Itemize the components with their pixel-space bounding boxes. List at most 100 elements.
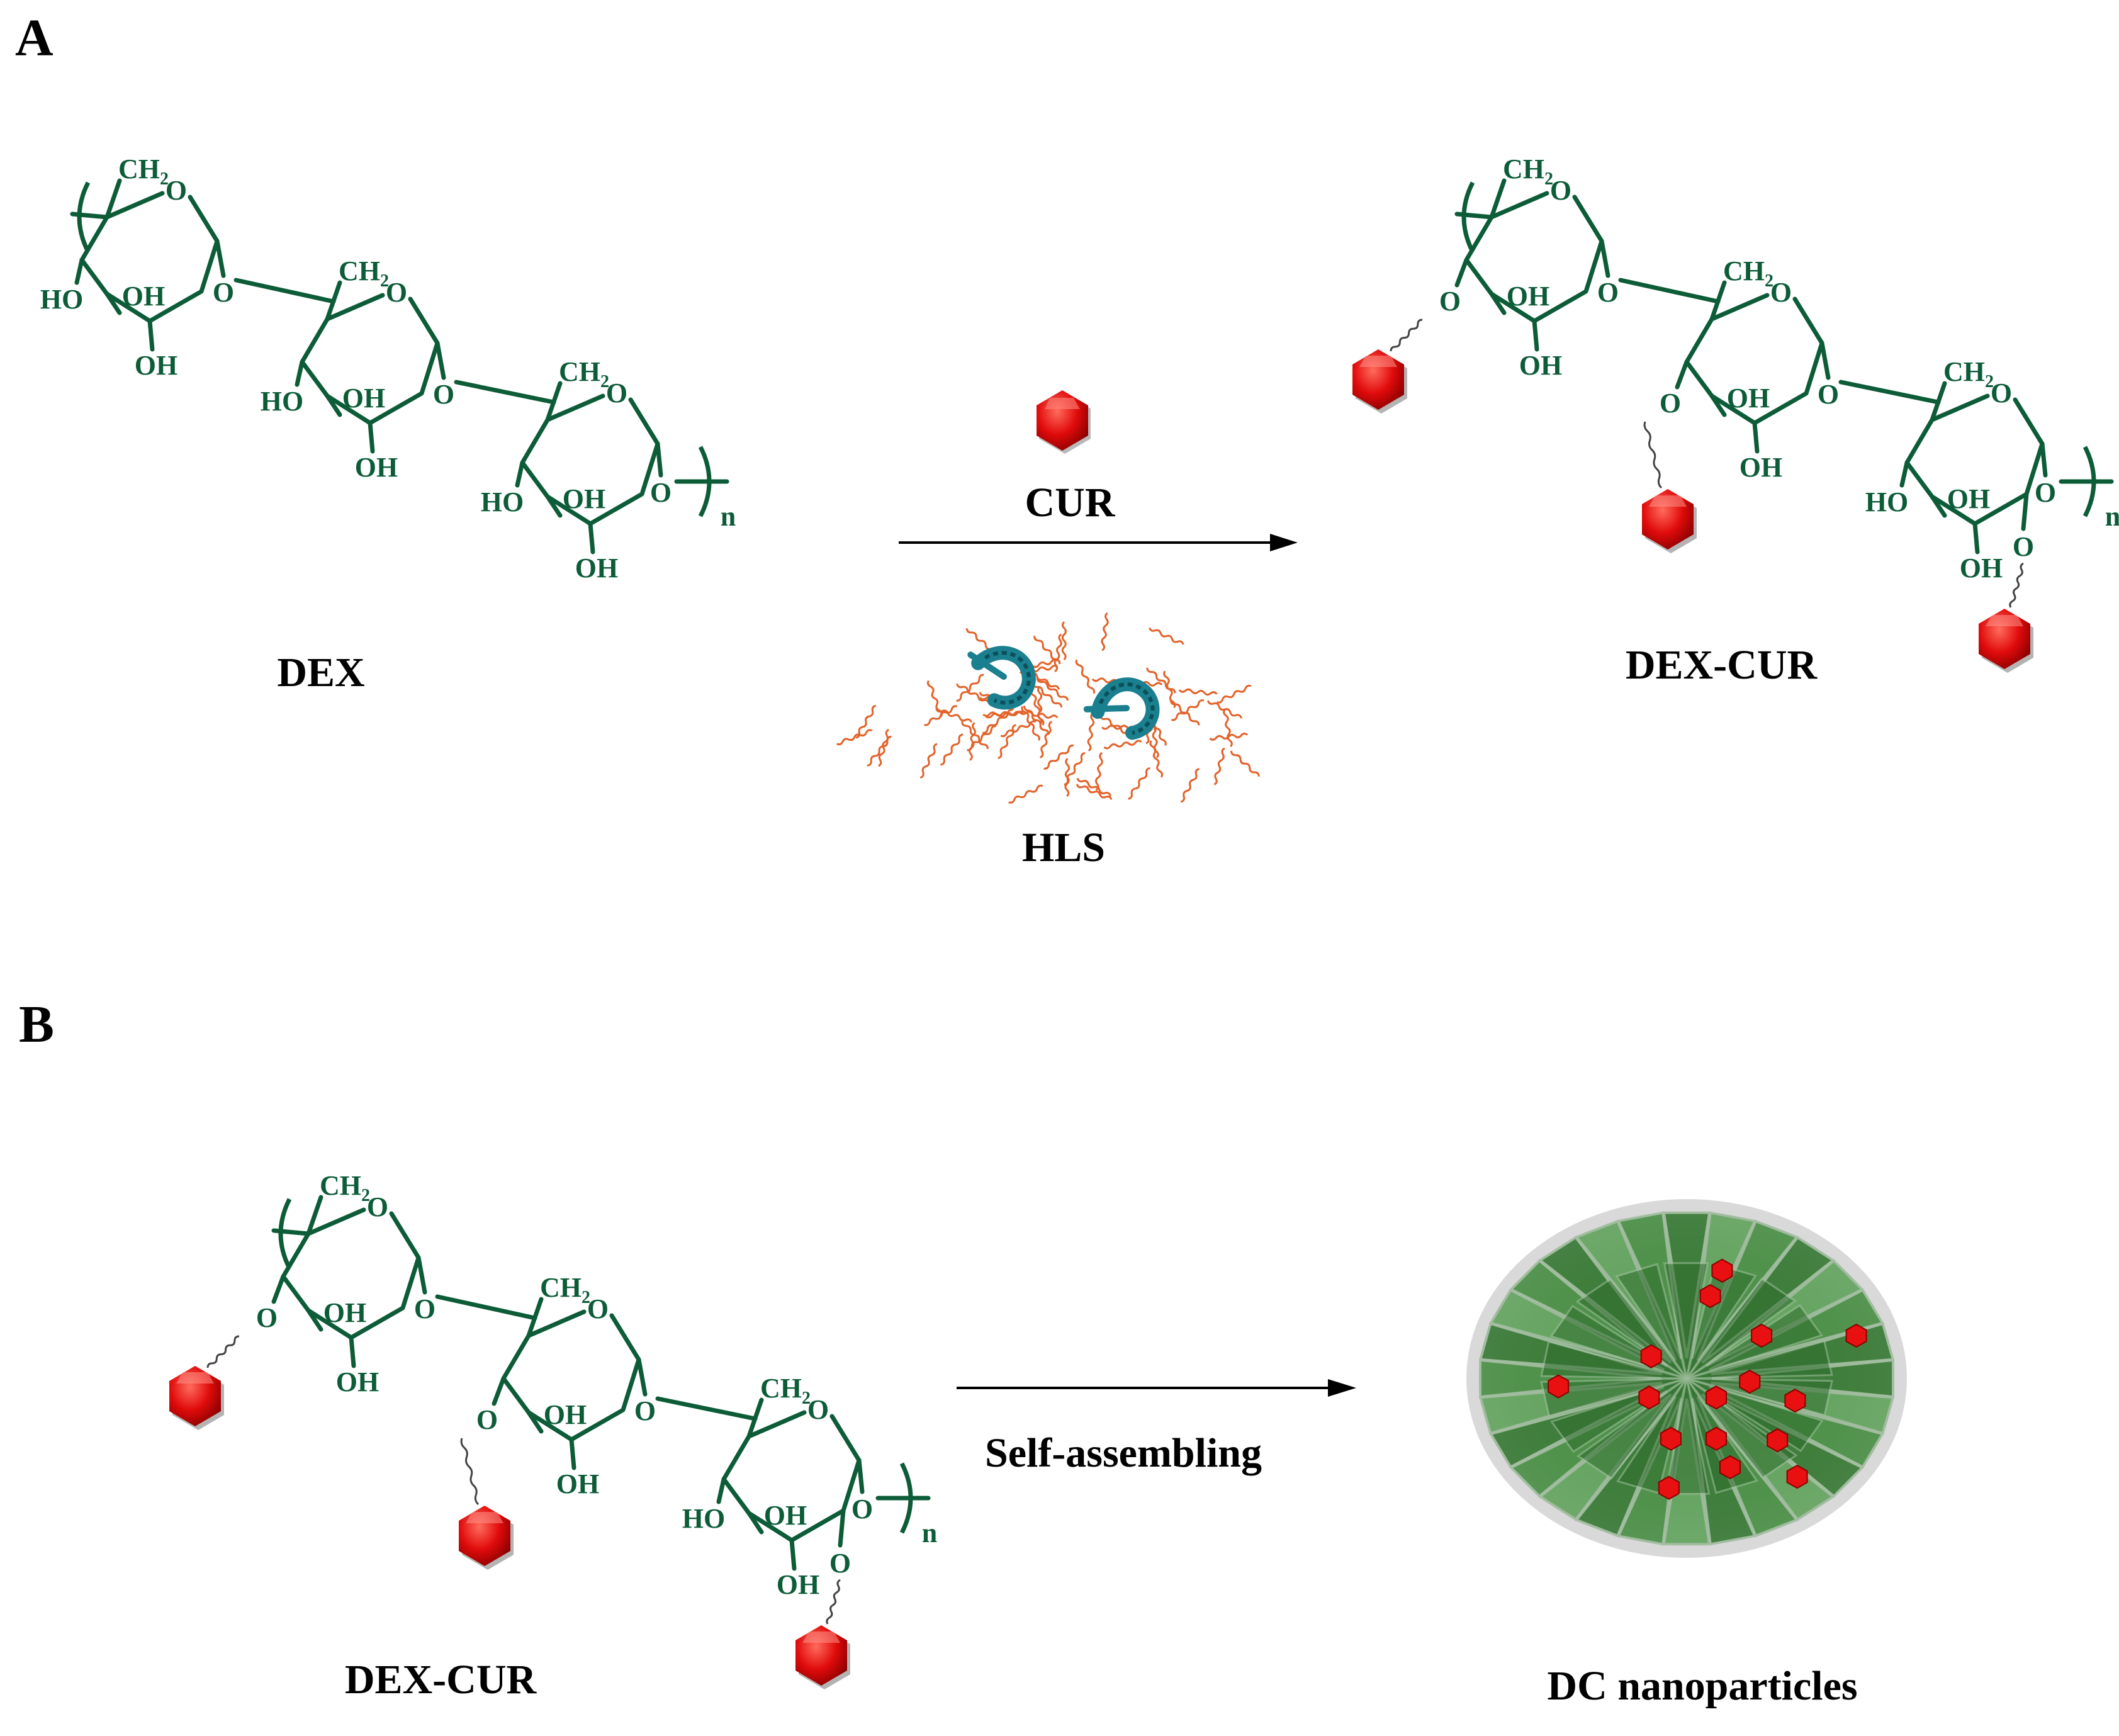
lipid-tail xyxy=(878,728,889,767)
repeat-bracket-left xyxy=(77,181,91,253)
lipid-tail xyxy=(1033,636,1061,665)
ch2-label: CH2 xyxy=(320,1170,370,1205)
bond-line xyxy=(1792,296,1824,346)
curcumin-icon xyxy=(1548,1374,1570,1399)
repeat-bracket-left xyxy=(1461,181,1475,253)
ether-oxygen-label: O xyxy=(476,1404,498,1435)
bond-line xyxy=(520,417,660,526)
cur-label: CUR xyxy=(1025,480,1116,526)
lipid-tail xyxy=(867,735,892,767)
dc-nanoparticles-label: DC nanoparticles xyxy=(1547,1663,1857,1709)
bond-line xyxy=(1819,341,1831,380)
hydroxyl-label: HO xyxy=(40,284,83,315)
terminal-oxygen-label: O xyxy=(2035,477,2056,508)
bond-line xyxy=(188,194,220,244)
lipid-tail xyxy=(1216,684,1252,704)
lipid-tail xyxy=(1064,752,1086,786)
enzyme-protein xyxy=(1083,677,1160,740)
bond-line xyxy=(1489,191,1549,220)
hydroxyl-label: OH xyxy=(777,1569,819,1600)
bond-line xyxy=(1618,278,1721,304)
bond-line xyxy=(1752,420,1760,454)
lipid-tail xyxy=(1036,678,1069,701)
lipid-tail xyxy=(1000,720,1037,738)
lipid-tail xyxy=(985,711,1024,719)
hydroxyl-label: OH xyxy=(544,1399,587,1430)
lipid-tail xyxy=(969,722,976,761)
bond-line xyxy=(74,257,84,285)
lipid-tail xyxy=(1008,784,1043,804)
bond-line xyxy=(1464,215,1604,324)
repeat-bracket-right xyxy=(698,446,712,517)
linker-chain xyxy=(2009,562,2024,608)
hydroxyl-label: OH xyxy=(355,452,398,483)
bond-line xyxy=(636,1357,648,1397)
lipid-tail xyxy=(1076,777,1112,797)
self-assembling-label: Self-assembling xyxy=(985,1430,1262,1476)
lipid-tail xyxy=(935,708,973,723)
bond-line xyxy=(492,1376,506,1406)
lipid-tail xyxy=(1223,708,1233,747)
lipid-tail xyxy=(1023,706,1050,735)
bond-line xyxy=(147,318,155,352)
bond-line xyxy=(588,521,595,555)
bond-line xyxy=(857,1458,865,1494)
bond-line xyxy=(325,393,342,417)
curcumin-icon xyxy=(1767,1428,1789,1453)
hydroxyl-label: OH xyxy=(764,1500,807,1531)
bond-line xyxy=(1572,194,1604,244)
lipid-tail xyxy=(1031,682,1063,708)
lipid-tail xyxy=(998,724,1016,759)
hydroxyl-label: HO xyxy=(481,487,524,517)
bond-line xyxy=(1709,293,1770,322)
ring-oxygen-label: O xyxy=(1770,277,1792,308)
bond-line xyxy=(2040,441,2048,478)
ch2-label: CH2 xyxy=(339,256,389,291)
bond-line xyxy=(349,1335,356,1368)
linker-chain xyxy=(1643,421,1663,489)
bond-line xyxy=(389,1211,421,1260)
bond-line xyxy=(721,1434,862,1543)
enzyme-protein xyxy=(967,646,1036,710)
bond-line xyxy=(1489,291,1507,315)
panel-a-letter: A xyxy=(15,9,53,67)
curcumin-icon xyxy=(1640,1344,1662,1368)
hydroxyl-label: OH xyxy=(575,553,618,583)
curcumin-icon xyxy=(1706,1385,1727,1410)
ether-oxygen-label: O xyxy=(2013,531,2034,562)
bond-line xyxy=(746,1410,807,1439)
bond-line xyxy=(408,296,440,346)
bond-line xyxy=(1532,318,1539,352)
ch2-label: CH2 xyxy=(1503,154,1553,189)
lipid-tail xyxy=(967,725,996,752)
lipid-tail xyxy=(1230,750,1260,777)
bond-line xyxy=(2013,397,2045,446)
curcumin-icon xyxy=(1719,1455,1741,1480)
bond-line xyxy=(1972,521,1980,555)
lipid-tail xyxy=(1209,733,1249,741)
panel-b-letter: B xyxy=(19,995,54,1054)
lipid-tail xyxy=(1043,744,1074,770)
bond-line xyxy=(104,178,122,220)
bond-line xyxy=(746,1511,764,1535)
glycosidic-oxygen-label: O xyxy=(414,1294,436,1324)
lipid-tail xyxy=(836,729,873,746)
bond-line xyxy=(569,1437,576,1470)
lipid-tail xyxy=(1076,784,1113,800)
curcumin-icon xyxy=(1660,1426,1682,1451)
lipid-tail xyxy=(982,709,1013,734)
bond-line xyxy=(416,1255,427,1295)
hydroxyl-label: OH xyxy=(1947,483,1990,514)
ring-oxygen-label: O xyxy=(606,378,627,409)
lipid-tail xyxy=(855,704,877,739)
bond-line xyxy=(829,1414,862,1463)
hydroxyl-label: HO xyxy=(682,1503,725,1534)
bond-line xyxy=(325,293,385,322)
bond-line xyxy=(2021,492,2029,531)
